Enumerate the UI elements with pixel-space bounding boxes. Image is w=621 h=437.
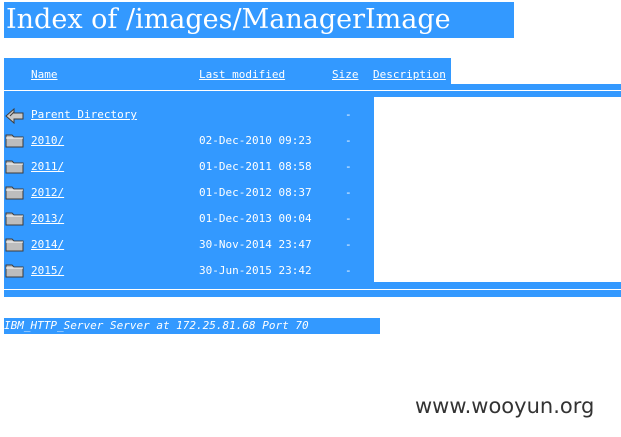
row-size: - xyxy=(345,134,352,147)
table-row: 2015/ 30-Jun-2015 23:42 - xyxy=(0,260,621,282)
row-size: - xyxy=(345,160,352,173)
server-signature: IBM_HTTP_Server Server at 172.25.81.68 P… xyxy=(4,318,380,334)
row-size: - xyxy=(345,108,352,121)
row-date: 01-Dec-2013 00:04 xyxy=(199,212,312,225)
folder-icon xyxy=(4,156,26,176)
row-date: 30-Jun-2015 23:42 xyxy=(199,264,312,277)
sort-by-size-link[interactable]: Size xyxy=(332,68,359,81)
table-row: 2011/ 01-Dec-2011 08:58 - xyxy=(0,156,621,178)
table-row: 2013/ 01-Dec-2013 00:04 - xyxy=(0,208,621,230)
row-size: - xyxy=(345,212,352,225)
folder-icon xyxy=(4,208,26,228)
row-date: 02-Dec-2010 09:23 xyxy=(199,134,312,147)
table-row: 2012/ 01-Dec-2012 08:37 - xyxy=(0,182,621,204)
page-title: Index of /images/ManagerImage xyxy=(4,2,514,38)
row-date: 01-Dec-2012 08:37 xyxy=(199,186,312,199)
folder-link-2013[interactable]: 2013/ xyxy=(31,212,65,225)
row-date: 30-Nov-2014 23:47 xyxy=(199,238,312,251)
folder-link-2011[interactable]: 2011/ xyxy=(31,160,65,173)
folder-icon xyxy=(4,182,26,202)
table-row: Parent Directory - xyxy=(0,104,621,126)
folder-link-2012[interactable]: 2012/ xyxy=(31,186,65,199)
horizontal-rule-bottom xyxy=(4,282,621,297)
row-date: 01-Dec-2011 08:58 xyxy=(199,160,312,173)
back-icon xyxy=(4,104,26,125)
table-row: 2014/ 30-Nov-2014 23:47 - xyxy=(0,234,621,256)
parent-directory-link[interactable]: Parent Directory xyxy=(31,108,137,121)
folder-link-2010[interactable]: 2010/ xyxy=(31,134,65,147)
sort-by-description-link[interactable]: Description xyxy=(373,68,446,81)
table-row: 2010/ 02-Dec-2010 09:23 - xyxy=(0,130,621,152)
folder-icon xyxy=(4,130,26,150)
watermark: www.wooyun.org xyxy=(415,394,595,418)
table-header-background xyxy=(4,58,451,85)
row-size: - xyxy=(345,264,352,277)
row-size: - xyxy=(345,186,352,199)
folder-icon xyxy=(4,260,26,280)
row-size: - xyxy=(345,238,352,251)
folder-link-2015[interactable]: 2015/ xyxy=(31,264,65,277)
folder-link-2014[interactable]: 2014/ xyxy=(31,238,65,251)
listing-background xyxy=(4,97,374,282)
sort-by-name-link[interactable]: Name xyxy=(31,68,58,81)
sort-by-last-modified-link[interactable]: Last modified xyxy=(199,68,286,81)
horizontal-rule-top xyxy=(4,84,621,97)
folder-icon xyxy=(4,234,26,254)
